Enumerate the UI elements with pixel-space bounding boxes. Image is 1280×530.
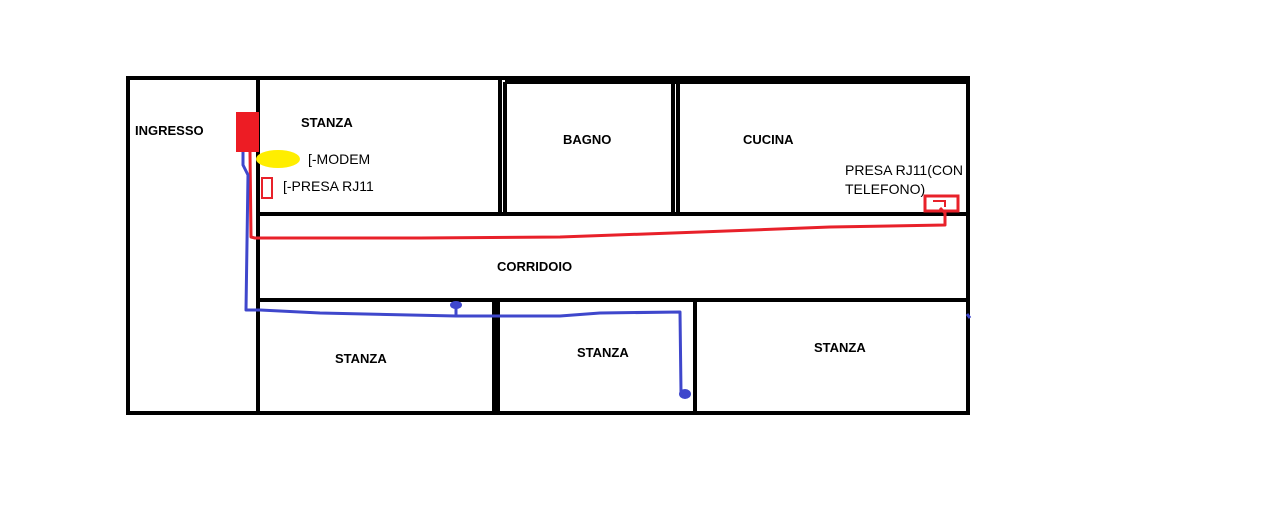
label-cucina: CUCINA xyxy=(743,132,794,147)
annotation-presa-cucina-2: TELEFONO) xyxy=(845,181,925,197)
phone-cable xyxy=(248,151,947,240)
annotation-modem: [-MODEM xyxy=(308,151,370,167)
label-stanza-bottom-left: STANZA xyxy=(335,351,387,366)
label-bagno: BAGNO xyxy=(563,132,611,147)
modem-marker xyxy=(256,150,300,168)
label-corridoio: CORRIDOIO xyxy=(497,259,572,274)
network-cable xyxy=(241,152,683,393)
label-stanza-bottom-right: STANZA xyxy=(814,340,866,355)
label-ingresso: INGRESSO xyxy=(135,123,204,138)
annotation-presa-stanza: [-PRESA RJ11 xyxy=(283,178,374,194)
presa-cucina-socket xyxy=(923,194,960,213)
network-endpoint-stanza xyxy=(679,389,691,399)
label-stanza-top: STANZA xyxy=(301,115,353,130)
presa-stanza-socket xyxy=(261,177,273,199)
network-endpoint-corridor xyxy=(450,301,462,309)
network-cable-stub xyxy=(965,313,972,319)
entry-red-box xyxy=(236,112,259,152)
label-stanza-bottom-middle: STANZA xyxy=(577,345,629,360)
presa-cucina-socket-inner xyxy=(933,200,946,207)
annotation-presa-cucina-1: PRESA RJ11(CON xyxy=(845,162,963,178)
outer-wall xyxy=(126,76,970,415)
